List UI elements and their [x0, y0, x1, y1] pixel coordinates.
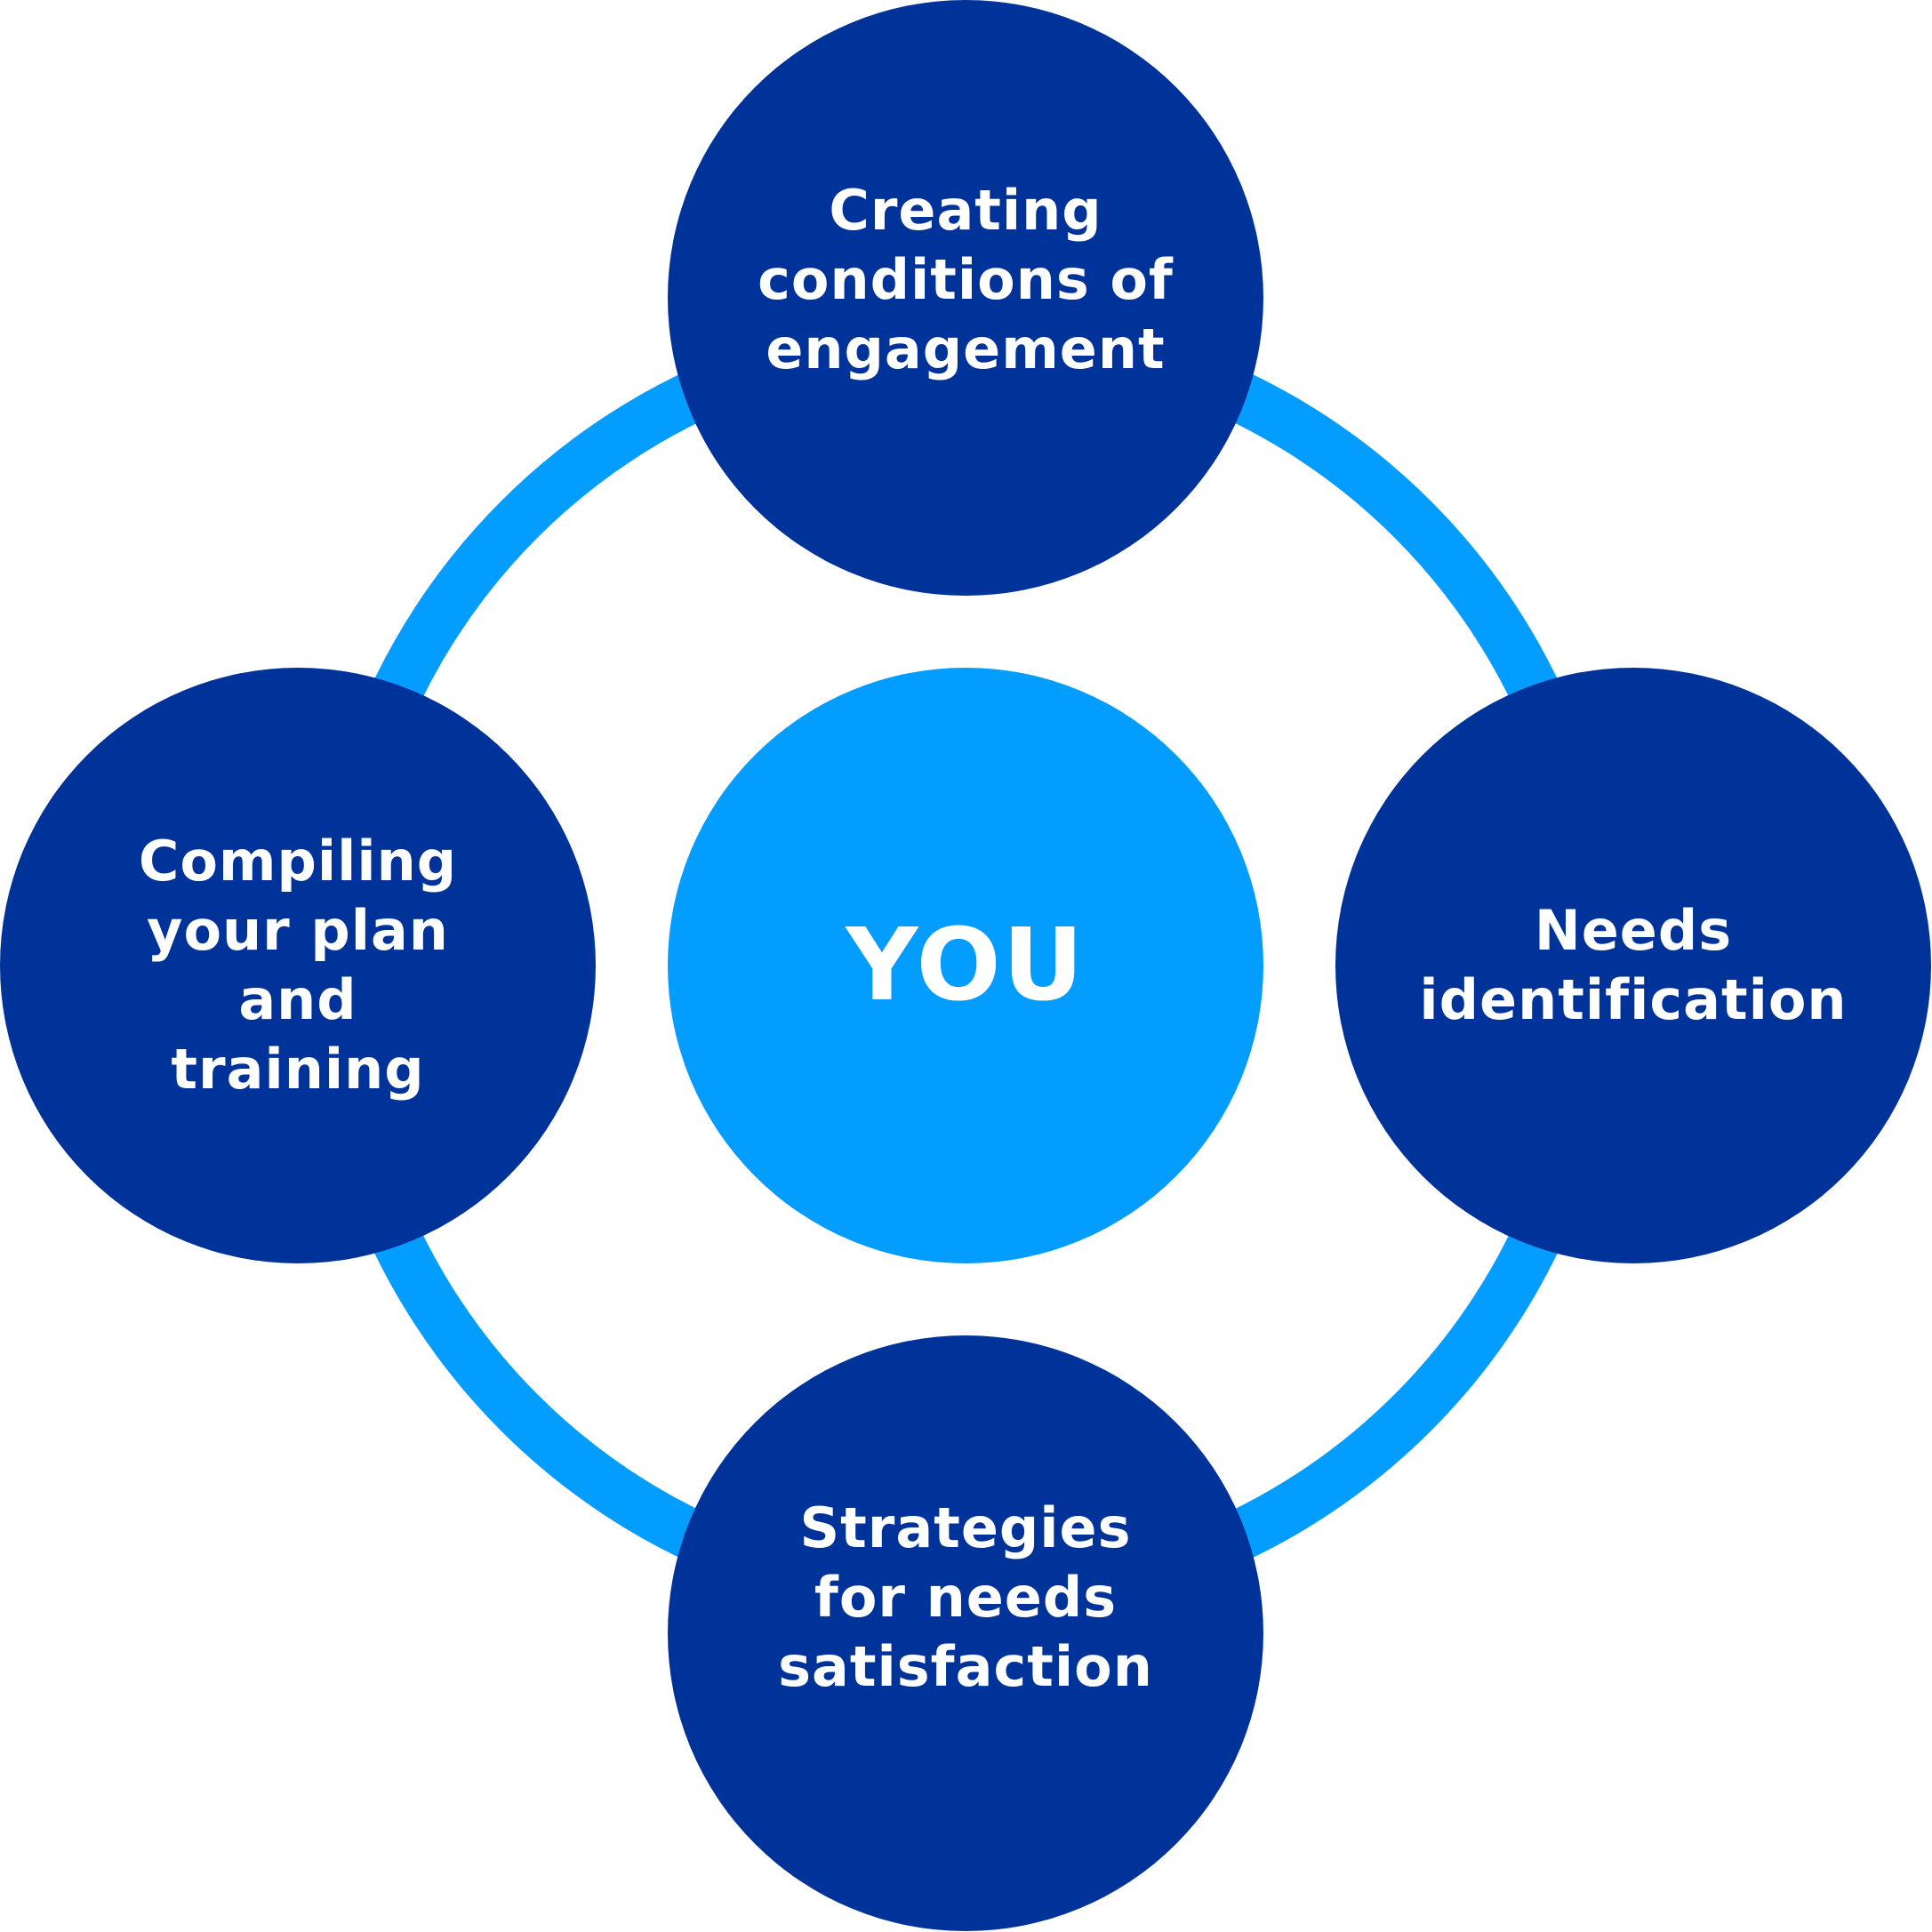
node-creating-conditions: Creating conditions of engagement: [668, 0, 1263, 596]
node-label-left: Compiling your plan and training: [138, 829, 458, 1102]
center-node-you: YOU: [668, 668, 1263, 1263]
node-needs-identification: Needs identification: [1335, 668, 1931, 1263]
center-label: YOU: [846, 908, 1086, 1023]
node-label-bottom: Strategies for needs satisfaction: [778, 1495, 1153, 1699]
node-label-top: Creating conditions of engagement: [758, 178, 1174, 381]
node-strategies: Strategies for needs satisfaction: [668, 1335, 1263, 1931]
node-label-right: Needs identification: [1419, 898, 1848, 1032]
node-compiling-plan: Compiling your plan and training: [0, 668, 596, 1263]
